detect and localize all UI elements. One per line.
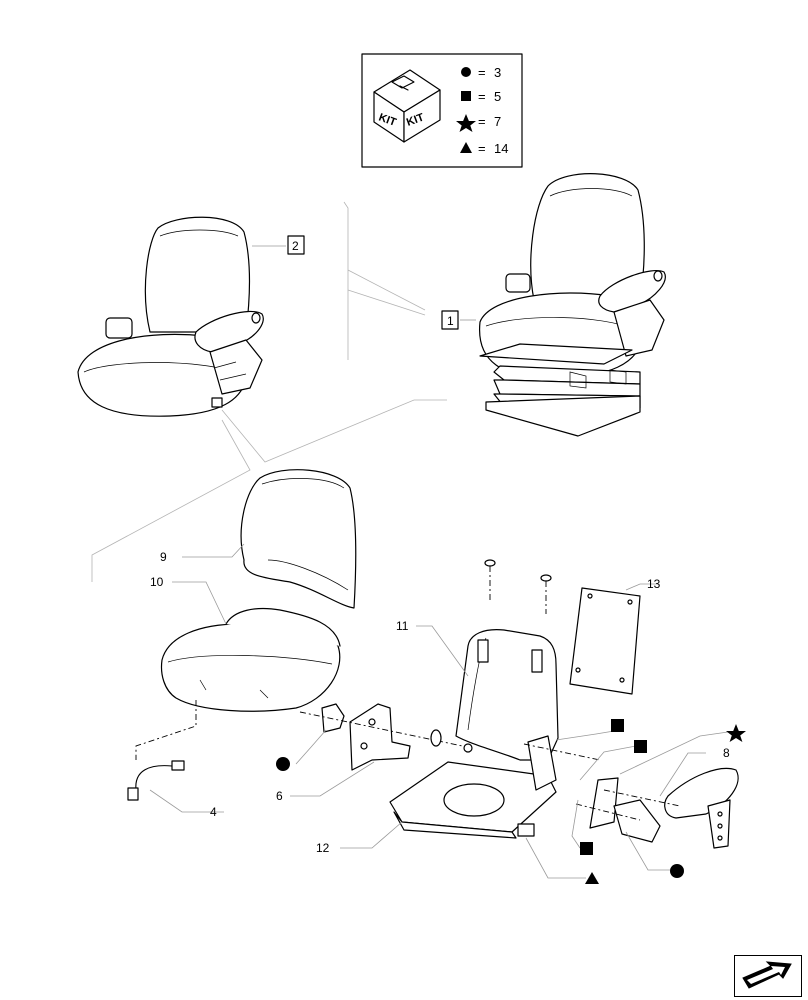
circle-symbol-icon (461, 67, 471, 77)
triangle-callout-icon (585, 872, 599, 884)
callout-13: 13 (647, 577, 661, 591)
seat-belt-part (517, 777, 661, 843)
seat-frame-part (389, 629, 559, 839)
callout-10: 10 (150, 575, 164, 589)
bracket-part (321, 703, 411, 771)
circle-callout-icon (276, 757, 290, 771)
legend-equals-3: = (478, 114, 486, 129)
mounting-bolts-part (484, 559, 552, 614)
callout-9: 9 (160, 550, 167, 564)
seat-cushion-part (160, 607, 341, 712)
kit-box-icon: KIT KIT (373, 69, 441, 143)
callout-6: 6 (276, 789, 283, 803)
wiring-harness-part (127, 760, 185, 801)
square-callout-icon (634, 740, 647, 753)
legend-circle-qty: 3 (494, 65, 501, 80)
backrest-cushion-part (240, 469, 357, 609)
next-page-button[interactable] (734, 955, 802, 997)
callout-symbols (276, 719, 746, 884)
construction-lines (91, 201, 447, 582)
seat-assembly-upper-left (77, 216, 264, 417)
rear-panel-part (569, 587, 641, 695)
square-callout-icon (611, 719, 624, 732)
callout-1: 1 (447, 314, 454, 328)
legend-square-qty: 5 (494, 89, 501, 104)
square-callout-icon (580, 842, 593, 855)
kit-label-right: KIT (405, 111, 426, 128)
callout-8: 8 (723, 746, 730, 760)
legend-equals-4: = (478, 141, 486, 156)
legend-triangle-qty: 14 (494, 141, 508, 156)
armrest-part (664, 767, 739, 849)
callout-2: 2 (292, 239, 299, 253)
triangle-symbol-icon (460, 142, 472, 153)
circle-callout-icon (670, 864, 684, 878)
kit-legend: KIT KIT = 3 = 5 = 7 = 14 (361, 53, 523, 168)
callout-11: 11 (396, 619, 409, 633)
leader-lines (149, 245, 729, 879)
kit-label-left: KIT (377, 112, 398, 129)
star-symbol-icon (456, 114, 476, 132)
assembly-lines (135, 700, 681, 821)
legend-equals-2: = (478, 89, 486, 104)
callout-labels: 2 1 9 10 11 13 8 4 6 12 (150, 235, 730, 855)
callout-12: 12 (316, 841, 330, 855)
next-page-arrow-icon (742, 961, 792, 989)
star-callout-icon (726, 724, 746, 742)
seat-assembly-upper-right (478, 173, 666, 437)
callout-4: 4 (210, 805, 217, 819)
square-symbol-icon (461, 91, 471, 101)
legend-star-qty: 7 (494, 114, 501, 129)
legend-equals-1: = (478, 65, 486, 80)
